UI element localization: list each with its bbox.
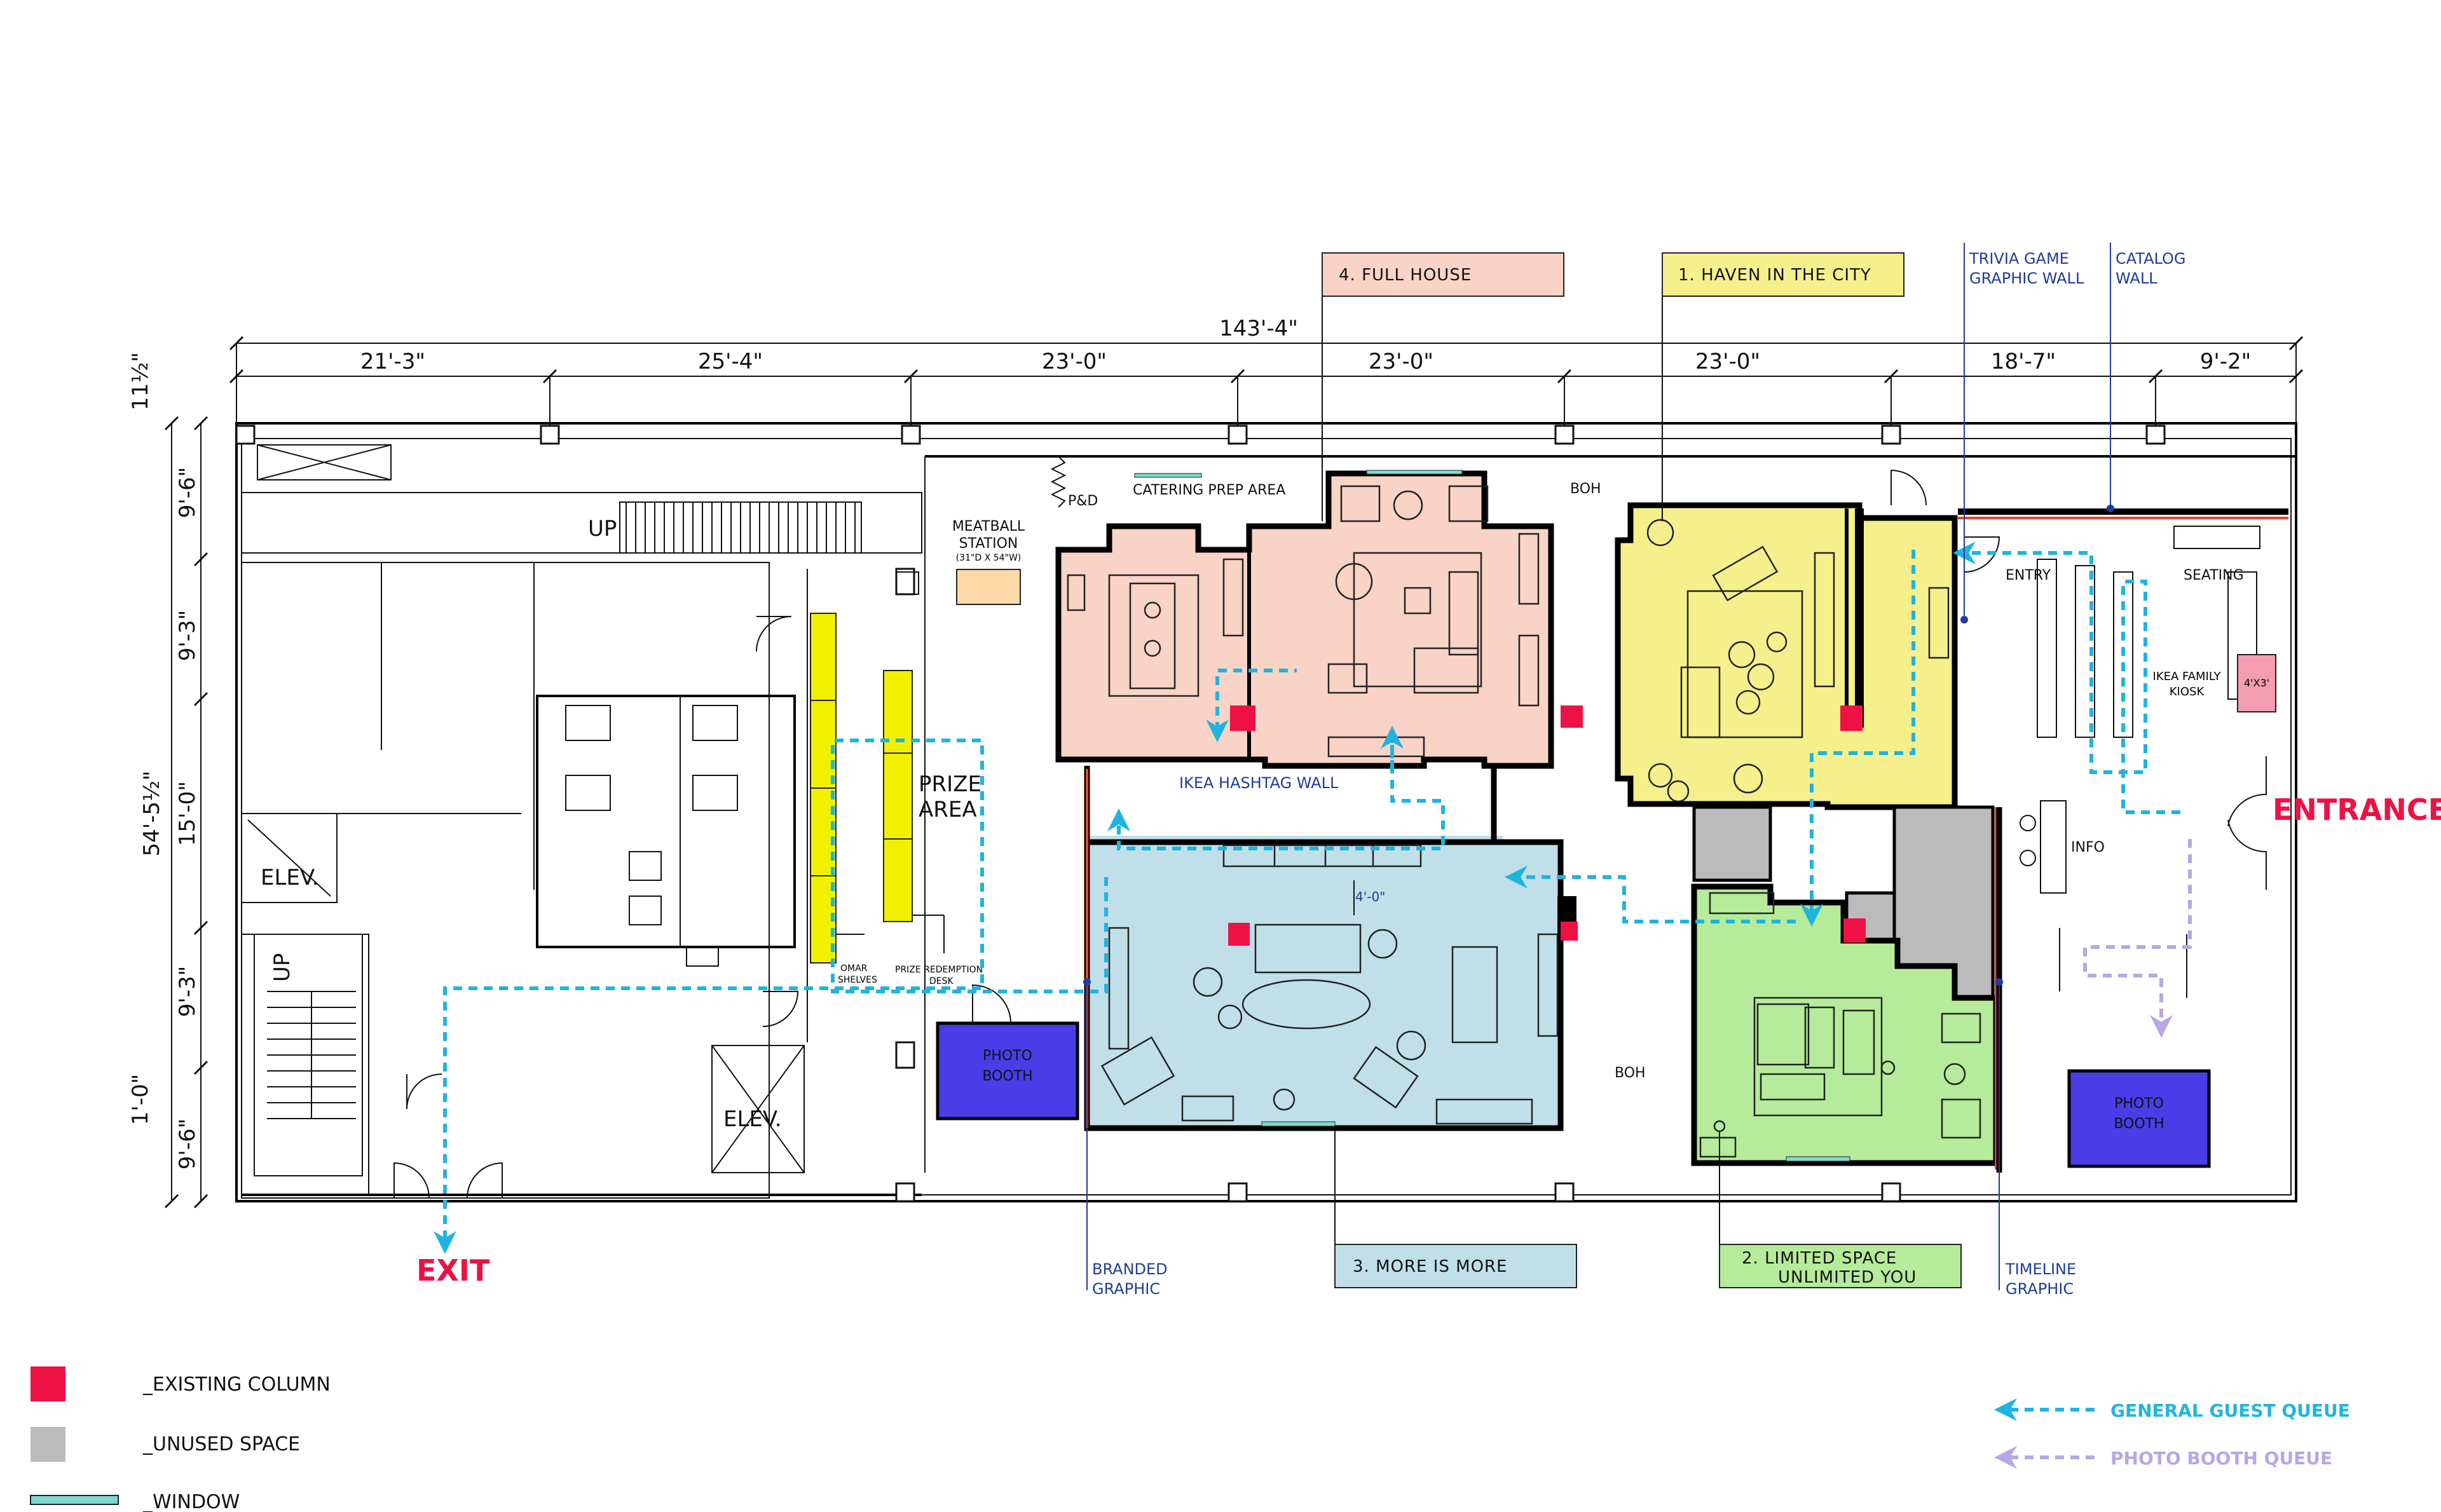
zone-tag-more-is-more: 3. MORE IS MORE <box>1353 1257 1508 1276</box>
photo-booth-left-label-2: BOOTH <box>982 1068 1032 1084</box>
zone-limited-space <box>1691 807 1999 1169</box>
seating-label: SEATING <box>2184 568 2244 583</box>
photo-booth-queue <box>2083 839 2192 1038</box>
photo-booth-right: PHOTO BOOTH <box>2067 1069 2211 1168</box>
catalog-wall-label-2: WALL <box>2116 269 2157 287</box>
interior-dim-label: 4'-0" <box>1355 889 1385 904</box>
meatball-label-1: MEATBALL <box>952 519 1025 535</box>
dim-depth-2: 9'-3" <box>175 610 200 662</box>
dim-seg-6: 18'-7" <box>1991 349 2056 374</box>
omar-shelves-label-2: SHELVES <box>838 975 877 985</box>
omar-shelves-label-1: OMAR <box>840 964 868 974</box>
entry-label: ENTRY <box>2006 568 2051 583</box>
zone-tag-limited-1: 2. LIMITED SPACE <box>1742 1249 1897 1268</box>
dim-seg-3: 23'-0" <box>1042 349 1107 374</box>
legend-unused-space-swatch <box>31 1427 65 1462</box>
dim-depth-5: 9'-6" <box>175 1119 200 1170</box>
branded-graphic-label-2: GRAPHIC <box>1092 1280 1160 1298</box>
general-guest-queue <box>434 541 2180 1254</box>
legend-photo-queue-label: PHOTO BOOTH QUEUE <box>2110 1448 2332 1469</box>
redemption-desk-label-1: PRIZE REDEMPTION <box>895 965 983 975</box>
graphic-callouts: TRIVIA GAME GRAPHIC WALL CATALOG WALL BR… <box>1083 243 2186 1298</box>
legend: _EXISTING COLUMN _UNUSED SPACE _WINDOW G… <box>30 1366 2350 1512</box>
zone-haven-in-city <box>1615 469 1958 810</box>
catering-labels: CATERING PREP AREA P&D BOH BOH <box>1050 456 1646 1081</box>
timeline-graphic-label-1: TIMELINE <box>2005 1260 2076 1278</box>
prize-area-label-1: PRIZE <box>919 772 981 797</box>
entrance-label: ENTRANCE <box>2273 793 2441 827</box>
stair-up-label-top: UP <box>588 516 617 541</box>
legend-existing-column-swatch <box>31 1366 65 1401</box>
dim-seg-2: 25'-4" <box>698 349 763 374</box>
prize-area-label-2: AREA <box>919 797 977 822</box>
exit-label: EXIT <box>416 1253 490 1288</box>
legend-general-queue-label: GENERAL GUEST QUEUE <box>2110 1400 2350 1421</box>
info-label: INFO <box>2071 840 2105 855</box>
photo-booth-left-label-1: PHOTO <box>983 1048 1032 1064</box>
photo-booth-left: PHOTO BOOTH <box>936 984 1079 1120</box>
dim-small-bottom: 1'-0" <box>128 1074 153 1126</box>
boh-bottom-label: BOH <box>1615 1065 1646 1081</box>
zone-tag-limited-2: UNLIMITED YOU <box>1778 1268 1917 1287</box>
dimension-lines: 143'-4" 21'-3" 25'-4" 23'-0" 23'-0" 23'-… <box>128 316 2304 1209</box>
perimeter-columns <box>235 425 2166 1202</box>
dim-depth-1: 9'-6" <box>175 467 200 519</box>
dim-small-top: 11½" <box>128 352 153 411</box>
legend-unused-space-label: _UNUSED SPACE <box>142 1433 300 1455</box>
pd-label: P&D <box>1068 493 1098 509</box>
dim-seg-5: 23'-0" <box>1695 349 1760 374</box>
trivia-wall-label-2: GRAPHIC WALL <box>1969 269 2084 287</box>
legend-window-label: _WINDOW <box>142 1491 240 1512</box>
trivia-wall-label-1: TRIVIA GAME <box>1969 250 2069 268</box>
boh-top-label: BOH <box>1570 481 1601 497</box>
dim-seg-1: 21'-3" <box>360 349 425 374</box>
legend-existing-column-label: _EXISTING COLUMN <box>142 1373 331 1396</box>
dim-seg-4: 23'-0" <box>1369 349 1433 374</box>
dim-seg-7: 9'-2" <box>2200 349 2252 374</box>
zone-tag-full-house: 4. FULL HOUSE <box>1339 266 1472 285</box>
legend-window-swatch <box>30 1495 119 1505</box>
meatball-size-label: (31"D X 54"W) <box>956 553 1022 563</box>
kiosk-size-label: 4'X3' <box>2244 677 2269 689</box>
dim-depth-4: 9'-3" <box>175 966 200 1018</box>
hashtag-wall-label: IKEA HASHTAG WALL <box>1179 774 1339 792</box>
catering-prep-label: CATERING PREP AREA <box>1133 482 1285 498</box>
dim-depth-3: 15'-0" <box>175 781 200 846</box>
zone-full-house <box>1055 470 1583 769</box>
dim-depth-overall: 54'-5½" <box>139 770 165 856</box>
redemption-desk-label-2: DESK <box>929 976 954 986</box>
prize-area: PRIZE AREA OMAR SHELVES PRIZE REDEMPTION… <box>807 569 983 1042</box>
timeline-graphic-label-2: GRAPHIC <box>2006 1280 2074 1298</box>
kiosk-label-1: IKEA FAMILY <box>2152 670 2221 683</box>
zone-tag-haven: 1. HAVEN IN THE CITY <box>1678 266 1871 285</box>
zone-tags: 4. FULL HOUSE 1. HAVEN IN THE CITY 3. MO… <box>1322 252 1962 1288</box>
photo-booth-right-label-2: BOOTH <box>2114 1116 2164 1132</box>
elevator-label-2: ELEV. <box>723 1107 782 1132</box>
photo-booth-right-label-1: PHOTO <box>2114 1096 2164 1112</box>
dim-overall: 143'-4" <box>1219 316 1298 341</box>
meatball-station: MEATBALL STATION (31"D X 54"W) <box>952 519 1025 605</box>
stair-up-label-bottom: UP <box>270 953 295 982</box>
service-core: UP ELEV. UP ELEV. <box>241 444 922 1199</box>
catalog-wall-label-1: CATALOG <box>2116 250 2186 268</box>
zone-more-is-more: 4'-0" <box>1084 766 1578 1131</box>
meatball-label-2: STATION <box>959 536 1018 552</box>
elevator-label-1: ELEV. <box>261 865 319 890</box>
branded-graphic-label-1: BRANDED <box>1092 1260 1168 1278</box>
kiosk-label-2: KIOSK <box>2170 685 2205 698</box>
